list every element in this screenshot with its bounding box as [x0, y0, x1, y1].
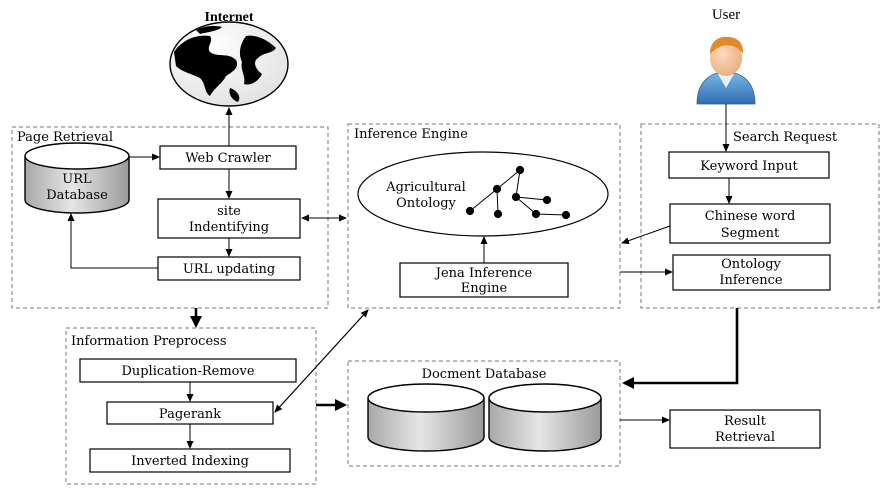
ontology-tree-icon: [465, 165, 571, 220]
internet-label: Internet: [205, 10, 254, 25]
user-label: User: [712, 7, 740, 23]
inference-engine-title: Inference Engine: [354, 127, 468, 142]
agricultural-ontology-label-line1: Agricultural: [385, 180, 466, 195]
search-request-title: Search Request: [733, 130, 838, 145]
site-identifying-label-line2: Indentifying: [189, 220, 269, 235]
chinese-segment-box: [669, 203, 831, 244]
agricultural-ontology-label-line2: Ontology: [396, 196, 456, 211]
page-retrieval-title: Page Retrieval: [17, 130, 113, 145]
jena-engine-label-line1: Jena Inference: [434, 266, 533, 281]
duplication-remove-label: Duplication-Remove: [121, 364, 254, 379]
url-updating-label: URL updating: [183, 262, 275, 277]
user-icon: [696, 36, 756, 105]
result-retrieval-label-line1: Result: [724, 414, 767, 429]
inference-engine-group: [347, 123, 621, 309]
globe-icon: [169, 21, 289, 107]
result-retrieval-box: [669, 409, 821, 449]
information-preprocess-title: Information Preprocess: [71, 334, 227, 349]
inverted-indexing-box: [89, 448, 291, 473]
database-icon-2: [488, 383, 602, 452]
result-retrieval-label-line2: Retrieval: [715, 430, 775, 445]
ontology-inference-box: [672, 254, 831, 291]
ontology-inference-label-line2: Inference: [719, 273, 783, 288]
url-database-label-line2: Database: [46, 188, 108, 203]
ontology-inference-label-line1: Ontology: [721, 257, 781, 272]
database-icon: [367, 383, 485, 452]
jena-engine-box: [399, 262, 569, 298]
search-request-group: [640, 123, 880, 309]
chinese-segment-label-line2: Segment: [721, 226, 780, 241]
keyword-input-box: [668, 151, 830, 179]
document-database-group: [347, 360, 621, 467]
inverted-indexing-label: Inverted Indexing: [131, 454, 249, 469]
pagerank-label: Pagerank: [159, 407, 221, 422]
url-database-label-line1: URL: [62, 172, 92, 187]
duplication-remove-box: [79, 358, 297, 383]
url-database-cylinder: URL Database: [24, 142, 130, 214]
web-crawler-box: [159, 145, 297, 170]
jena-engine-label-line2: Engine: [461, 281, 508, 296]
keyword-input-label: Keyword Input: [700, 159, 798, 174]
document-database-title: Docment Database: [422, 367, 547, 382]
chinese-segment-label-line1: Chinese word: [705, 209, 796, 224]
site-identifying-label-line1: site: [217, 204, 241, 219]
connectors: [67, 104, 739, 449]
site-identifying-box: [157, 198, 301, 239]
web-crawler-label: Web Crawler: [185, 151, 271, 166]
